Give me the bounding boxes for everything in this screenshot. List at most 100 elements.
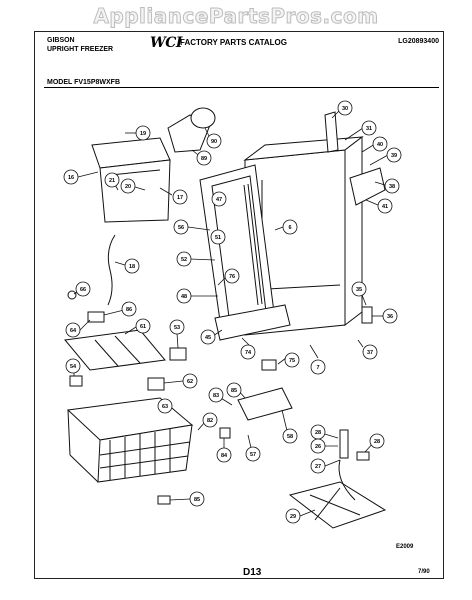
callout-85b <box>169 491 205 507</box>
callout-39a <box>374 178 400 194</box>
callout-58 <box>281 409 298 444</box>
callout-label: 56 <box>178 225 184 231</box>
callout-18 <box>114 258 140 274</box>
bracket-28-part <box>356 451 370 461</box>
callout-label: 85 <box>194 497 200 503</box>
basket-part <box>66 397 194 483</box>
callout-label: 31 <box>366 126 372 132</box>
callout-17 <box>159 187 188 205</box>
callout-label: 90 <box>211 139 217 145</box>
callout-label: 84 <box>221 453 228 459</box>
bracket-53-part <box>169 347 187 361</box>
callout-label: 40 <box>377 142 383 148</box>
callout-29 <box>285 508 316 524</box>
callout-label: 51 <box>215 235 221 241</box>
callout-label: 52 <box>181 257 187 263</box>
callout-36 <box>372 308 398 324</box>
callout-40 <box>361 136 388 153</box>
latch-75-part <box>261 359 277 371</box>
page-number: D13 <box>243 567 262 578</box>
callout-38 <box>369 147 402 166</box>
callout-84 <box>216 438 232 463</box>
callout-83 <box>208 387 233 406</box>
revision-date: 7/90 <box>418 569 430 575</box>
power-cord-part <box>107 234 116 306</box>
product-type: UPRIGHT FREEZER <box>47 46 114 53</box>
callout-label: 27 <box>315 464 321 470</box>
callout-label: 28 <box>374 439 380 445</box>
relay-plate-part <box>237 387 293 421</box>
callout-label: 82 <box>207 418 213 424</box>
shelf-part <box>64 329 166 371</box>
callout-label: 6 <box>288 225 291 231</box>
callout-label: 75 <box>289 358 295 364</box>
callout-75 <box>277 352 300 368</box>
callout-19 <box>125 125 151 141</box>
callout-76 <box>217 268 240 286</box>
clip-85-part <box>157 495 171 505</box>
drain-pan-part <box>288 481 387 529</box>
callout-label: 63 <box>162 404 168 410</box>
callout-label: 21 <box>109 178 115 184</box>
model-number: MODEL FV15P8WXFB <box>47 79 120 86</box>
callout-label: 41 <box>382 204 388 210</box>
terminal-84-part <box>219 427 231 439</box>
callout-90 <box>204 127 222 149</box>
callout-35 <box>351 281 367 306</box>
callout-label: 35 <box>356 287 362 293</box>
callout-label: 89 <box>201 156 207 162</box>
bracket-62-part <box>147 377 165 391</box>
callout-label: 48 <box>181 294 187 300</box>
callout-51 <box>210 229 226 245</box>
drain-tube-part <box>338 459 356 501</box>
callout-41 <box>365 198 393 214</box>
callout-label: 86 <box>126 307 132 313</box>
callout-label: 26 <box>315 444 321 450</box>
callout-label: 83 <box>213 393 219 399</box>
callout-61 <box>124 318 151 335</box>
callout-74 <box>240 337 256 360</box>
callout-label: 28 <box>315 430 321 436</box>
callout-21 <box>104 172 120 191</box>
callout-label: 58 <box>287 434 293 440</box>
callout-56 <box>173 219 211 235</box>
callout-label: 62 <box>187 379 193 385</box>
callout-label: 18 <box>129 264 135 270</box>
callout-62 <box>163 373 198 389</box>
callout-56b <box>157 398 173 414</box>
callout-27 <box>310 458 341 474</box>
brand-name: GIBSON <box>47 37 75 44</box>
callout-37 <box>357 339 378 360</box>
callout-85a <box>226 382 246 399</box>
door-gasket-part <box>199 164 276 336</box>
callout-label: 47 <box>216 197 222 203</box>
callout-label: 45 <box>205 335 211 341</box>
callout-label: 61 <box>140 324 146 330</box>
callout-26 <box>310 438 338 454</box>
callout-89 <box>191 149 212 166</box>
callout-54 <box>65 358 81 376</box>
callout-48 <box>176 288 218 304</box>
callout-label: 74 <box>245 350 252 356</box>
top-hinge-part <box>324 111 339 153</box>
callout-66 <box>73 281 91 297</box>
callout-label: 7 <box>316 365 319 371</box>
callout-label: 85 <box>231 388 237 394</box>
callout-45 <box>200 329 223 345</box>
callout-6 <box>274 219 298 235</box>
callout-28b <box>364 433 385 453</box>
catalog-page-frame <box>34 31 444 579</box>
screw-66-part <box>67 290 77 300</box>
callout-53 <box>169 319 185 349</box>
callout-label: 64 <box>70 328 77 334</box>
thermostat-part <box>190 107 216 129</box>
callout-label: 36 <box>387 314 393 320</box>
callout-47 <box>211 191 227 207</box>
callout-57 <box>245 434 261 462</box>
callout-label: 30 <box>342 106 348 112</box>
callout-label: 20 <box>125 184 131 190</box>
callout-label: 29 <box>290 514 296 520</box>
callout-label: 19 <box>140 131 146 137</box>
clip-86-part <box>87 311 105 323</box>
